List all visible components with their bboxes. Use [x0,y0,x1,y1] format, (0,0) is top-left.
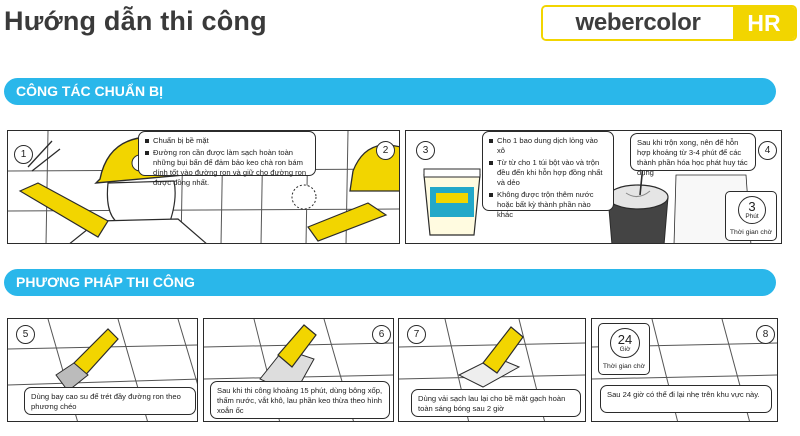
prep-wait-timer: 3 Phút Thời gian chờ [725,191,777,241]
step-1-2-item: Đường ron cần được làm sạch hoàn toàn nh… [145,148,309,188]
step-6-number: 6 [372,325,391,344]
prep-panel-mixing: 3 4 Cho 1 bao dung dịch lỏng vào xô Từ t… [405,130,782,244]
brand-logo: webercolor HR [541,5,797,41]
step-1-2-callout: Chuẩn bị bề mặt Đường ron cần được làm s… [138,131,316,187]
timer-value: 3 [748,198,756,214]
mixing-illustration [423,154,752,243]
timer-label: Thời gian chờ [602,363,646,370]
brand-name: webercolor [543,7,733,39]
section-method-header: PHƯƠNG PHÁP THI CÔNG [4,269,776,296]
trowel-illustration [8,319,197,421]
method-panel-step-8: 8 24 Giờ Thời gian chờ Sau 24 giờ có thể… [591,318,778,422]
step-7-number: 7 [407,325,426,344]
step-3-number: 3 [416,141,435,160]
step-5-number: 5 [16,325,35,344]
timer-clock-icon: 24 Giờ [610,328,640,358]
step-5-callout: Dùng bay cao su để trét đầy đường ron th… [24,387,196,415]
step-1-2-item: Chuẩn bị bề mặt [145,136,309,146]
method-panel-step-7: 7 Dùng vải sạch lau lại cho bề mặt gạch … [398,318,586,422]
step-4-number: 4 [758,141,777,160]
step-7-callout: Dùng vải sạch lau lại cho bề mặt gạch ho… [411,389,581,417]
step-3-item: Cho 1 bao dung dịch lỏng vào xô [489,136,607,156]
timer-unit: Phút [745,212,759,220]
timer-unit: Giờ [619,345,631,353]
method-wait-timer: 24 Giờ Thời gian chờ [598,323,650,375]
timer-value: 24 [617,331,633,347]
method-panel-step-5: 5 Dùng bay cao su để trét đầy đường ron … [7,318,198,422]
step-3-callout: Cho 1 bao dung dịch lỏng vào xô Từ từ ch… [482,131,614,219]
timer-label: Thời gian chờ [729,229,773,236]
step-1-number: 1 [14,145,33,164]
prep-panel-surface: 1 2 Chuẩn bị bề mặt Đường ron cần được l… [7,130,400,244]
page-title: Hướng dẫn thi công [4,6,267,36]
timer-clock-icon: 3 Phút [738,196,766,224]
step-8-number: 8 [756,325,775,344]
step-8-callout: Sau 24 giờ có thể đi lại nhẹ trên khu vự… [600,385,772,413]
step-3-item: Không được trộn thêm nước hoặc bất kỳ th… [489,190,607,220]
section-prep-header: CÔNG TÁC CHUẨN BỊ [4,78,776,105]
brand-badge: HR [733,7,795,39]
step-4-callout: Sau khi trộn xong, nên để hỗn hợp khoảng… [630,133,756,177]
method-panel-step-6: 6 Sau khi thi công khoảng 15 phút, dùng … [203,318,394,422]
step-2-number: 2 [376,141,395,160]
step-6-callout: Sau khi thi công khoảng 15 phút, dùng bô… [210,381,390,419]
step-3-item: Từ từ cho 1 túi bột vào và trộn đều đến … [489,158,607,188]
